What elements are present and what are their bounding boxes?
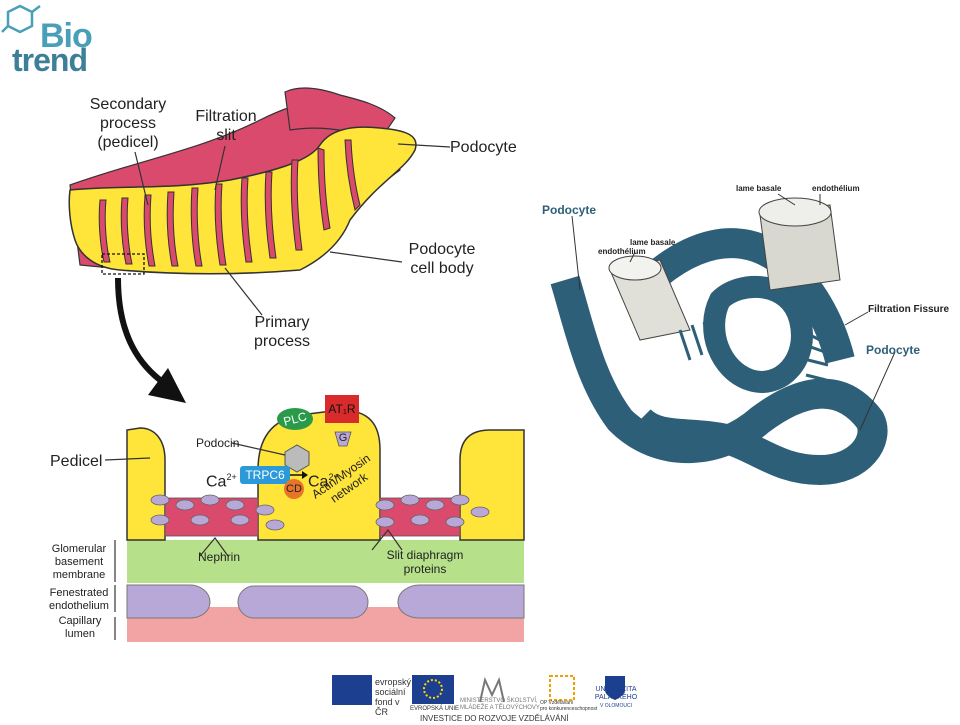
label-right-podocyte-top: Podocyte: [542, 203, 597, 217]
pedicel-left: [126, 427, 166, 541]
op-logo-icon: [549, 675, 575, 701]
label-endothelium-top: endothélium: [812, 184, 860, 193]
eu-text: EVROPSKÁ UNIE: [410, 706, 460, 712]
label-capillary-lumen: Capillary lumen: [58, 615, 102, 640]
label-nephrin: Nephrin: [198, 550, 241, 564]
label-cd: CD: [286, 483, 302, 495]
label-pedicel: Pedicel: [50, 453, 103, 470]
g-protein: [334, 431, 352, 447]
zoom-region-box: [101, 253, 145, 275]
label-filtration-slit: Filtration slit: [195, 108, 257, 144]
label-ca-right: Ca2+: [308, 472, 339, 491]
endothelium-blob: [237, 585, 369, 619]
zoom-arrow: [115, 277, 162, 383]
podocyte-ring: [703, 276, 813, 393]
label-endothelium: Fenestrated endothelium: [49, 587, 109, 612]
endothelium-blob: [126, 584, 211, 619]
cd-circle: [284, 479, 304, 499]
at1r-box: [325, 395, 359, 423]
podocyte-illustration: [68, 87, 451, 403]
label-gbm: Glomerular basement membrane: [51, 543, 107, 581]
esf-logo-icon: [332, 675, 372, 705]
pedicel-right: [459, 429, 525, 541]
label-lame-basale-top: lame basale: [736, 184, 782, 193]
label-cell-body: Podocyte cell body: [408, 241, 476, 277]
msmt-text: MINISTERSTVO ŠKOLSTVÍ,MLÁDEŽE A TĚLOVÝCH…: [460, 698, 540, 711]
logo-trend: trend: [12, 42, 88, 78]
label-primary-process: Primary process: [253, 314, 311, 350]
label-right-podocyte: Podocyte: [866, 343, 921, 357]
cross-section: [104, 395, 525, 642]
msmt-logo-icon: [479, 676, 505, 703]
label-endothelium-mid: endothélium: [598, 247, 646, 256]
logo-molecule-icon: [1, 4, 41, 34]
label-g: G: [338, 432, 348, 444]
eu-flag-icon: [412, 675, 454, 704]
label-filtration-fissure: Filtration Fissure: [868, 304, 950, 315]
label-trpc6: TRPC6: [245, 468, 285, 482]
plc-ellipse: [277, 408, 313, 430]
upol-shield-icon: [605, 676, 625, 700]
label-podocin: Podocin: [196, 436, 240, 450]
podocin-hexagon: [284, 444, 310, 473]
label-lame-basale-mid: lame basale: [630, 238, 676, 247]
label-ca-left: Ca2+: [206, 472, 237, 491]
logo-bio: Bio: [40, 17, 93, 55]
podocyte-loop: [550, 275, 888, 486]
label-podocyte: Podocyte: [450, 139, 517, 156]
label-at1r: AT₁R: [328, 402, 356, 416]
right-illustration: [525, 190, 960, 486]
trpc6-box: [240, 466, 290, 484]
label-secondary-process: Secondary process (pedicel): [89, 96, 167, 151]
endothelium-blob: [397, 584, 525, 619]
label-slit-proteins: Slit diaphragm proteins: [386, 548, 464, 576]
footer-logos: [332, 675, 625, 705]
footer-tagline: INVESTICE DO ROZVOJE VZDĚLÁVÁNÍ: [420, 714, 569, 723]
